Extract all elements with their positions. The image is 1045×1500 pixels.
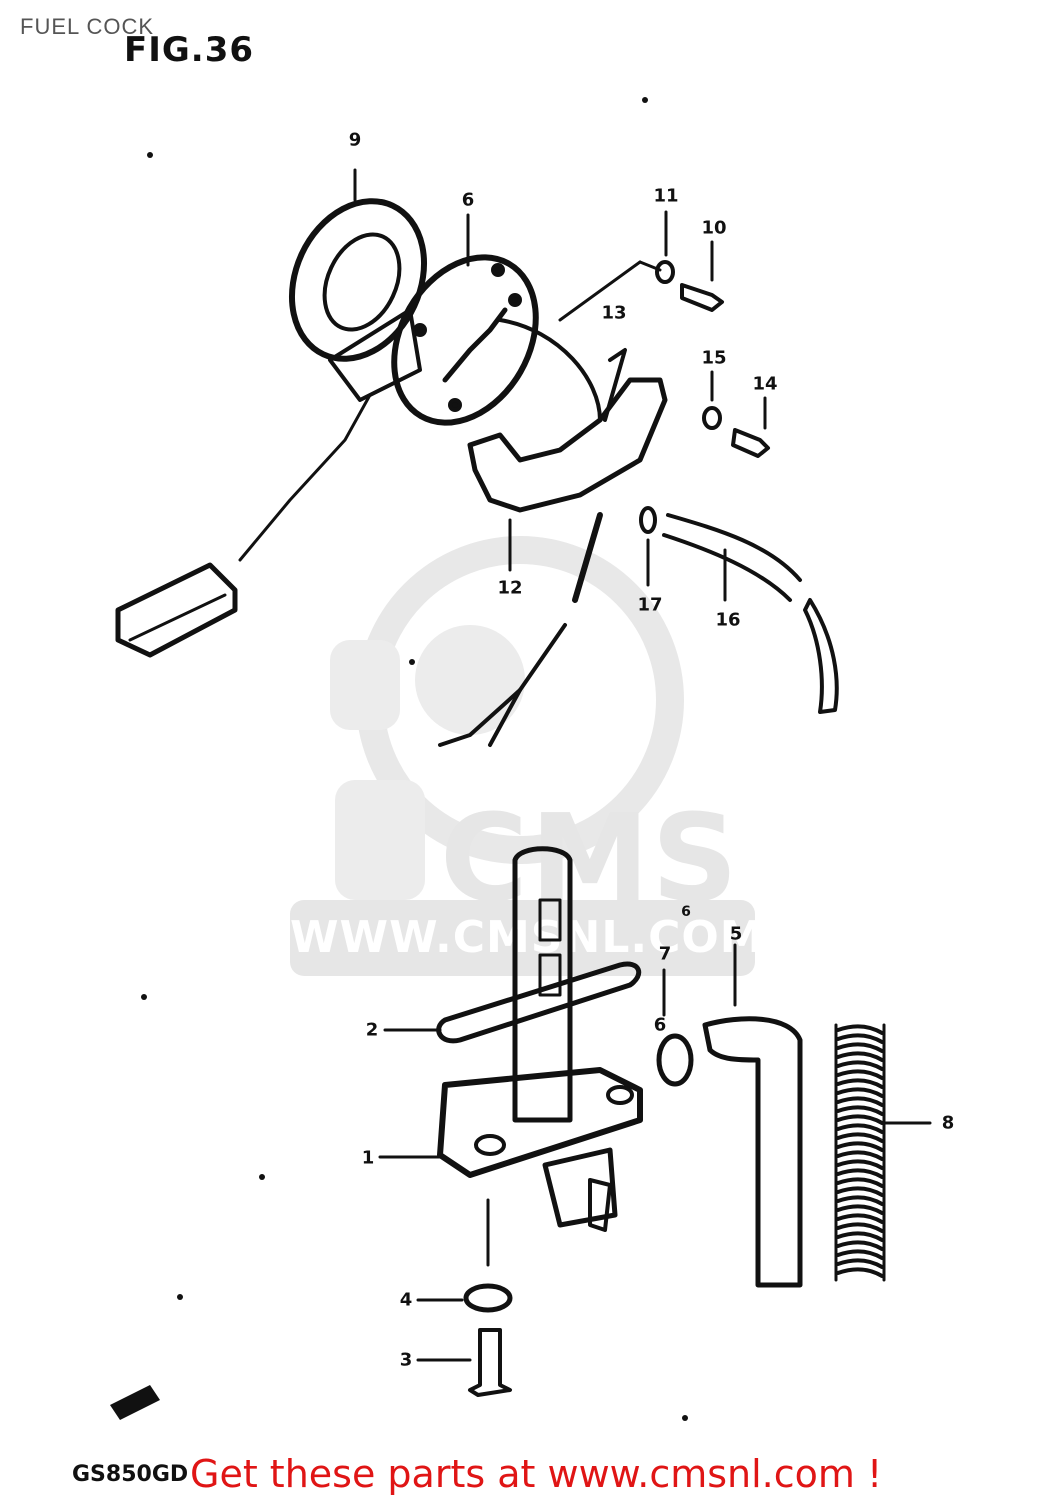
spring-coil [836, 1231, 884, 1242]
spring-coil [836, 1168, 884, 1179]
spring-coil [836, 1186, 884, 1197]
callout-12: 12 [497, 577, 523, 599]
spring-coil [836, 1024, 884, 1035]
spring-coil [836, 1222, 884, 1233]
part-o-ring-2 [383, 961, 642, 1044]
spring-coil [836, 1060, 884, 1071]
spring-coil [836, 1096, 884, 1107]
spring-coil [836, 1150, 884, 1161]
spring-coil [836, 1042, 884, 1053]
spring-coil [836, 1159, 884, 1170]
spring-coil [836, 1132, 884, 1143]
part-gasket-9 [288, 168, 428, 362]
registration-dots [110, 97, 688, 1421]
callout-6: 6 [653, 1014, 667, 1036]
callout-6-small: 6 [681, 904, 691, 920]
part-hose-5 [702, 943, 803, 1288]
model-code: GS850GD [72, 1462, 189, 1487]
spring-coil [836, 1204, 884, 1215]
spring-outline [834, 1023, 886, 1282]
spring-coil [836, 1105, 884, 1116]
figure-label: FIG.36 [124, 30, 255, 70]
callout-1: 1 [361, 1147, 375, 1169]
part-screws-10-11-14-15 [655, 210, 770, 458]
part-sensor-unit-12 [467, 260, 668, 572]
spring-coil [836, 1141, 884, 1152]
part-spring-8 [834, 1023, 886, 1282]
part-hose-16 [639, 506, 839, 714]
spring-coil [836, 1123, 884, 1134]
callout-11: 11 [653, 185, 679, 207]
callout-8b: 8 [941, 1112, 955, 1134]
spring-coil [836, 1177, 884, 1188]
spring-coil [836, 1249, 884, 1260]
page-title: FUEL COCK [20, 14, 155, 39]
spring-coil [836, 1213, 884, 1224]
part-clamp-7 [656, 968, 694, 1087]
get-parts-link[interactable]: Get these parts at www.cmsnl.com ! [190, 1452, 883, 1496]
spring-coil [836, 1195, 884, 1206]
watermark-url: WWW.CMSNL.COM [290, 900, 764, 976]
spring-coil [836, 1267, 884, 1278]
spring-coil [836, 1258, 884, 1269]
callout-9: 9 [348, 129, 362, 151]
spring-coil [836, 1114, 884, 1125]
part-fuel-cock-body-1 [378, 846, 643, 1267]
callout-15: 15 [701, 347, 727, 369]
part-wire-harness [438, 512, 603, 747]
callout-10: 10 [701, 217, 727, 239]
part-gauge-plate-8 [328, 213, 539, 426]
spring-coil [836, 1087, 884, 1098]
spring-coil [836, 1078, 884, 1089]
part-washer-4-screw-3 [416, 1283, 513, 1397]
spring-coil [836, 1069, 884, 1080]
part-float-arm [115, 393, 372, 658]
callout-16: 16 [715, 609, 741, 631]
callout-2: 2 [365, 1019, 379, 1041]
spring-coil [836, 1051, 884, 1062]
callout-14: 14 [752, 373, 778, 395]
callout-3: 3 [399, 1349, 413, 1371]
callout-17: 17 [637, 594, 663, 616]
spring-coil [836, 1033, 884, 1044]
callout-7: 7 [658, 943, 672, 965]
callout-5: 5 [729, 923, 743, 945]
callout-13: 13 [601, 302, 627, 324]
spring-coil [836, 1240, 884, 1251]
callout-8: 6 [461, 189, 475, 211]
callout-4: 4 [399, 1289, 413, 1311]
